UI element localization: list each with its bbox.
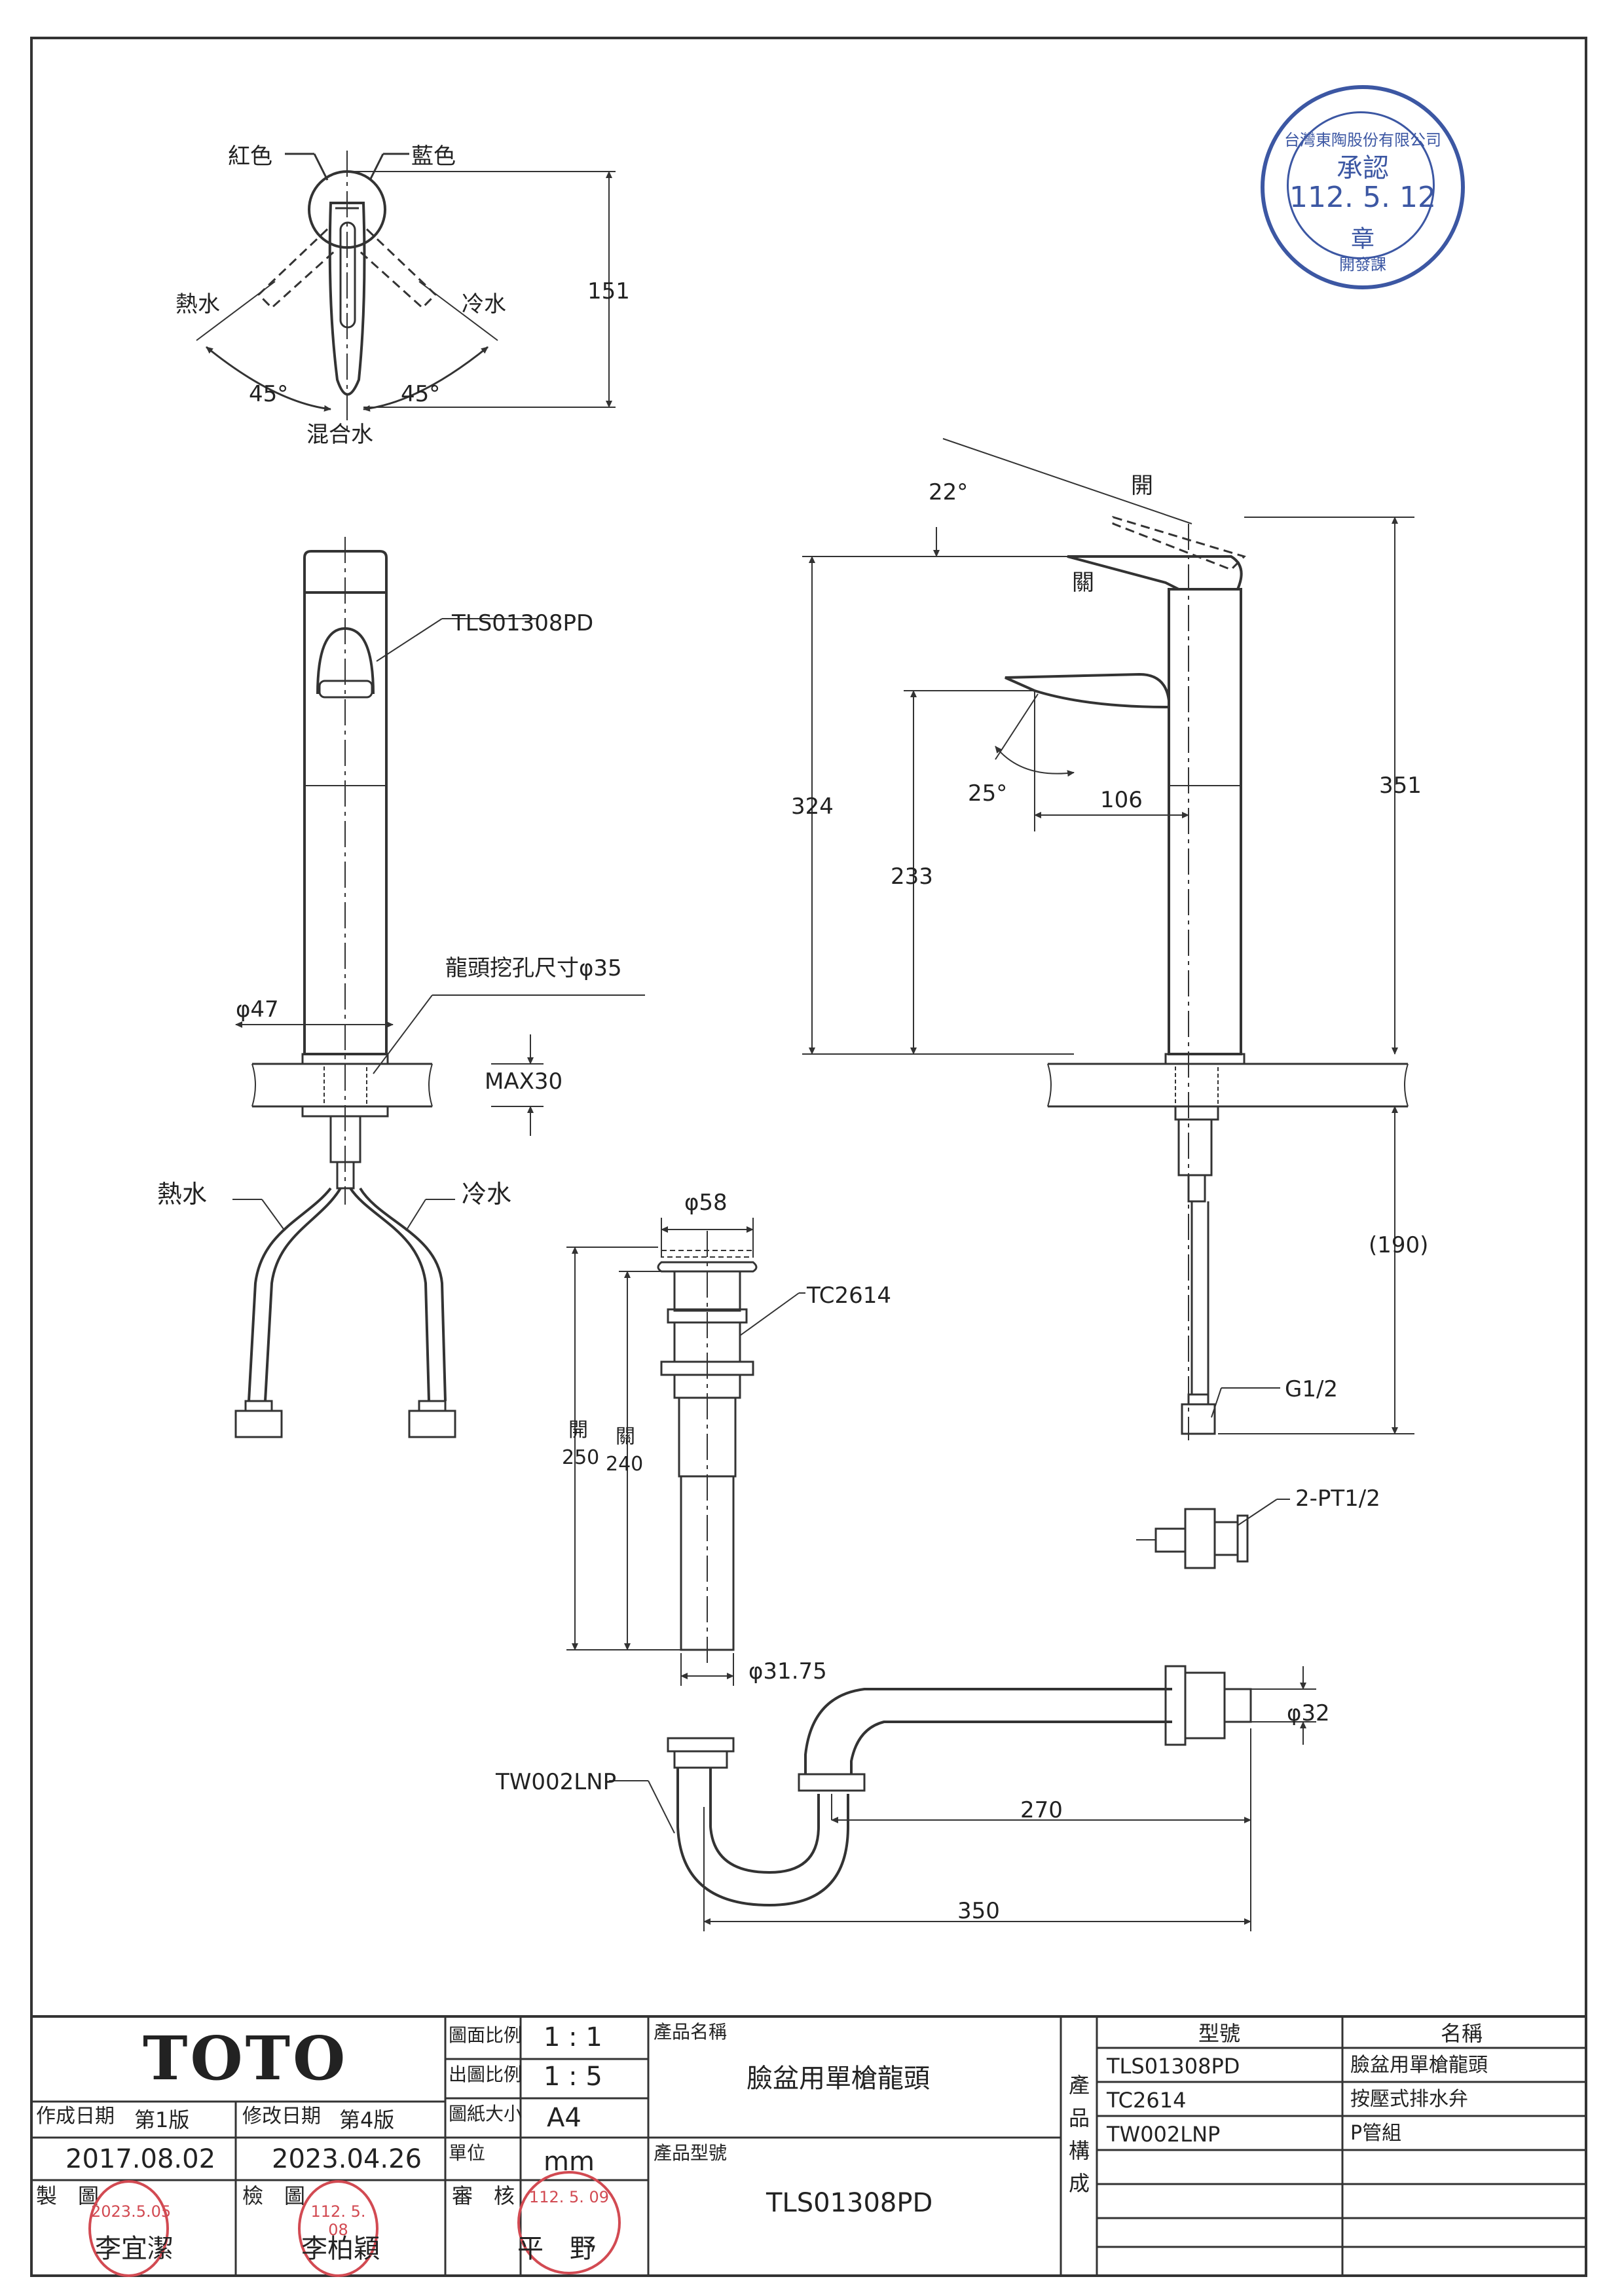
checked-name: 李柏穎 — [301, 2234, 380, 2264]
plan-view — [196, 151, 616, 432]
dim-reach: 106 — [1100, 787, 1143, 813]
created-version: 第1版 — [134, 2107, 190, 2132]
revised-date: 2023.04.26 — [272, 2144, 422, 2174]
sheet-border — [30, 37, 1587, 2277]
dim-tailpiece-dia: φ31.75 — [748, 1658, 827, 1685]
faucet-model-callout: TLS01308PD — [452, 610, 594, 636]
stamp-dept: 開發課 — [1339, 255, 1386, 274]
toto-logo: TOTO — [143, 2023, 348, 2094]
product-name-label: 產品名稱 — [654, 2021, 728, 2043]
created-date: 2017.08.02 — [65, 2144, 216, 2174]
product-name: 臉盆用單槍龍頭 — [747, 2064, 930, 2094]
product-no: TLS01308PD — [766, 2188, 933, 2218]
angle-left-label: 45° — [249, 381, 289, 407]
dim-350: 350 — [957, 1898, 1000, 1924]
drain-assembly — [566, 1218, 805, 1686]
component-name: 臉盆用單槍龍頭 — [1350, 2054, 1488, 2077]
dim-body-diameter: φ47 — [236, 996, 279, 1023]
spout-angle-label: 25° — [968, 780, 1008, 807]
lever-angle-label: 22° — [929, 479, 969, 505]
hot-water-label: 熱水 — [175, 291, 220, 318]
approved-stamp: 112. 5. 09 — [517, 2171, 621, 2274]
dim-324: 324 — [791, 793, 834, 820]
paper-size-label: 圖紙大小 — [449, 2103, 523, 2124]
stamp-word: 承認 — [1337, 153, 1389, 183]
checked-stamp-date: 112. 5. 08 — [310, 2202, 366, 2239]
drain-open-label: 開 — [568, 1419, 588, 1442]
title-block-grid — [30, 2015, 1587, 2277]
component-model: TC2614 — [1107, 2088, 1187, 2113]
dim-270: 270 — [1020, 1797, 1063, 1823]
approved-name: 平 野 — [517, 2234, 596, 2264]
component-name: P管組 — [1350, 2122, 1402, 2145]
stamp-company: 台灣東陶股份有限公司 — [1284, 131, 1441, 149]
drain-model-callout: TC2614 — [807, 1283, 892, 1309]
blue-indicator-label: 藍色 — [411, 143, 456, 170]
col-name-header: 名稱 — [1441, 2021, 1483, 2046]
front-view — [232, 537, 645, 1438]
ptrap-model-callout: TW002LNP — [496, 1769, 617, 1795]
p-trap — [609, 1665, 1316, 1931]
lever-closed-label: 關 — [1072, 570, 1094, 596]
thread-callout: G1/2 — [1285, 1376, 1338, 1402]
approved-label: 審 核 — [452, 2183, 515, 2208]
drawn-name: 李宜潔 — [95, 2234, 174, 2264]
drawn-stamp: 2023.5.05 — [88, 2180, 172, 2277]
revised-label: 修改日期 — [242, 2105, 321, 2128]
component-model: TLS01308PD — [1107, 2054, 1240, 2079]
stamp-seal: 章 — [1350, 226, 1375, 253]
hot-hose-label: 熱水 — [157, 1180, 208, 1209]
dim-max-thickness: MAX30 — [485, 1068, 563, 1095]
scale-drawing: 1 : 1 — [544, 2022, 602, 2052]
component-model: TW002LNP — [1107, 2122, 1221, 2147]
side-view — [802, 438, 1414, 1440]
approved-stamp-date: 112. 5. 09 — [528, 2188, 610, 2206]
dim-drain-closed: 240 — [606, 1453, 644, 1476]
revised-version: 第4版 — [339, 2107, 395, 2132]
product-no-label: 產品型號 — [654, 2142, 728, 2164]
unit-label: 單位 — [449, 2142, 486, 2164]
approval-stamp: 台灣東陶股份有限公司 承認 112. 5. 12 章 開發課 — [1261, 85, 1465, 289]
unit-value: mm — [544, 2147, 595, 2177]
red-indicator-label: 紅色 — [228, 143, 272, 170]
dim-drain-top-dia: φ58 — [684, 1190, 728, 1216]
dim-351: 351 — [1379, 773, 1422, 799]
dim-hose-length: (190) — [1369, 1232, 1429, 1258]
dim-outlet-dia: φ32 — [1287, 1700, 1330, 1726]
composition-label: 產品構成 — [1068, 2073, 1090, 2196]
drawn-label: 製 圖 — [36, 2183, 100, 2208]
checked-label: 檢 圖 — [242, 2183, 306, 2208]
dim-151: 151 — [587, 278, 630, 304]
scale-drawing-label: 圖面比例 — [449, 2024, 523, 2046]
created-label: 作成日期 — [36, 2105, 115, 2128]
col-model-header: 型號 — [1198, 2021, 1241, 2046]
scale-print: 1 : 5 — [544, 2062, 602, 2092]
scale-print-label: 出圖比例 — [449, 2064, 523, 2085]
mixed-water-label: 混合水 — [306, 422, 373, 448]
drawn-stamp-date: 2023.5.05 — [91, 2202, 172, 2221]
paper-size: A4 — [547, 2103, 581, 2133]
dim-233: 233 — [891, 864, 933, 890]
cold-water-label: 冷水 — [462, 291, 506, 318]
lever-open-label: 開 — [1131, 473, 1153, 499]
checked-stamp: 112. 5. 08 — [298, 2180, 378, 2277]
angle-right-label: 45° — [401, 381, 441, 407]
angle-valve — [1136, 1499, 1290, 1569]
angle-valve-callout: 2-PT1/2 — [1295, 1485, 1380, 1512]
drain-closed-label: 關 — [616, 1425, 635, 1448]
component-name: 按壓式排水弁 — [1350, 2088, 1468, 2111]
hole-size-callout: 龍頭挖孔尺寸φ35 — [445, 955, 622, 981]
stamp-date: 112. 5. 12 — [1289, 181, 1436, 214]
cold-hose-label: 冷水 — [462, 1180, 512, 1209]
dim-drain-open: 250 — [562, 1446, 600, 1469]
